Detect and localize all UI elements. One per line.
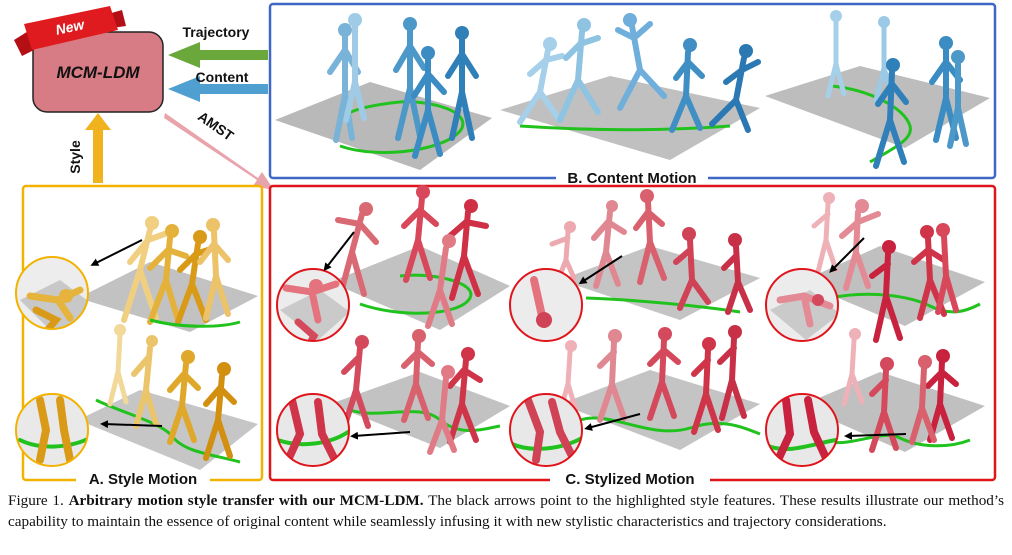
highlight-arrow: [584, 413, 641, 431]
panel-c-stylized-motion: C. Stylized Motion: [268, 184, 997, 490]
figure-group: [341, 329, 483, 455]
trajectory-arrow: Trajectory: [168, 24, 268, 68]
figure-1: MCM-LDM New Trajectory Content AMST Styl…: [14, 2, 997, 490]
trajectory-path: [579, 416, 761, 436]
figure-caption: Figure 1. Arbitrary motion style transfe…: [8, 490, 1004, 532]
trajectory-path: [359, 273, 473, 315]
figure-group: [841, 328, 959, 453]
model-block: MCM-LDM: [32, 31, 164, 113]
style-label: Style: [67, 140, 83, 174]
panel-b-title: B. Content Motion: [567, 170, 696, 187]
amst-arrow: AMST: [164, 108, 274, 190]
style-arrow: Style: [67, 113, 111, 183]
panel-c-title: C. Stylized Motion: [565, 471, 694, 488]
panel-a-title: A. Style Motion: [89, 471, 197, 488]
zoom-inset: [765, 393, 839, 467]
highlight-arrow: [90, 239, 143, 266]
figure-group: [107, 324, 237, 461]
trajectory-path: [829, 292, 981, 314]
caption-text: The black arrows point to the highlighte…: [8, 492, 1005, 530]
new-ribbon-badge: New: [14, 6, 126, 56]
zoom-inset: [765, 268, 839, 342]
zoom-inset: [509, 268, 583, 342]
content-label: Content: [196, 69, 249, 85]
zoom-inset: [509, 393, 583, 467]
model-label: MCM-LDM: [56, 63, 140, 82]
trajectory-label: Trajectory: [183, 24, 250, 40]
trajectory-path: [585, 296, 741, 314]
panel-a-style-motion: A. Style Motion: [15, 184, 264, 490]
new-badge-label: New: [54, 16, 87, 38]
highlight-arrow: [323, 231, 355, 272]
trajectory-path: [149, 318, 241, 328]
zoom-inset: [276, 268, 350, 342]
highlight-arrow: [829, 237, 865, 273]
floor: [765, 66, 990, 148]
floor: [500, 76, 760, 160]
figure-group: [557, 325, 747, 435]
highlight-arrow: [100, 420, 163, 429]
highlight-arrow: [578, 255, 623, 285]
zoom-inset: [276, 393, 350, 467]
figure-group: [825, 10, 969, 169]
highlight-arrow: [844, 431, 907, 440]
content-arrow: Content: [168, 69, 268, 102]
figure-group: [335, 185, 489, 329]
figure-group: [517, 13, 761, 133]
figure-group: [327, 13, 479, 159]
trajectory-path: [819, 433, 971, 448]
caption-prefix: Figure 1.: [8, 492, 69, 509]
figure-group: [811, 192, 959, 343]
panel-a-title-bg: [76, 470, 210, 490]
ribbon-body: [24, 6, 118, 50]
zoom-inset: [15, 393, 89, 467]
caption-bold: Arbitrary motion style transfer with our…: [68, 492, 424, 509]
panel-b-content-motion: B. Content Motion: [268, 2, 997, 188]
trajectory-path: [831, 84, 912, 164]
figure-group: [121, 216, 231, 325]
panel-b-title-bg: [556, 168, 708, 188]
highlight-arrow: [350, 431, 411, 440]
panel-c-title-bg: [550, 470, 710, 490]
